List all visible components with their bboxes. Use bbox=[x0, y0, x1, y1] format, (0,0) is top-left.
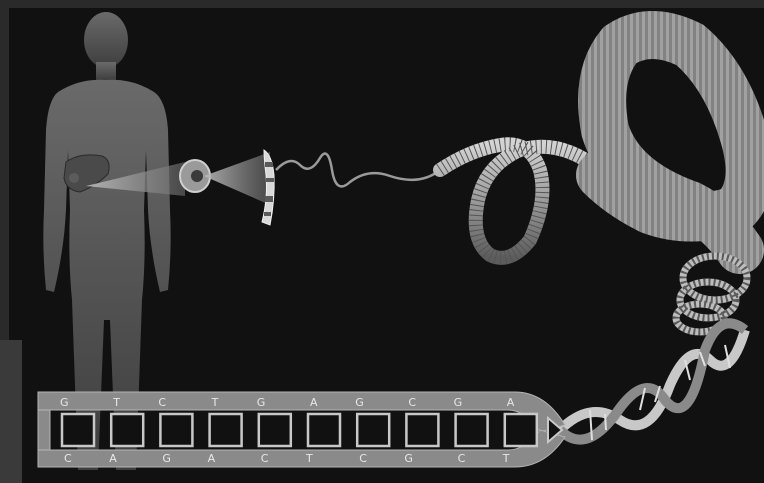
dna-base-pair-rung bbox=[357, 414, 389, 446]
bottom-strand-base: T bbox=[502, 452, 510, 465]
bottom-strand-base: A bbox=[208, 452, 216, 465]
cell-nucleus bbox=[191, 170, 203, 182]
bottom-strand-base: C bbox=[64, 452, 72, 465]
dna-base-pair-rung bbox=[62, 414, 94, 446]
bottom-strand-base: T bbox=[305, 452, 313, 465]
top-strand-base: T bbox=[211, 396, 219, 409]
liver-highlight bbox=[69, 173, 79, 183]
bottom-strand-base: A bbox=[109, 452, 117, 465]
top-strand-base: G bbox=[60, 396, 69, 409]
bottom-strand-base: C bbox=[458, 452, 466, 465]
dna-base-pair-rung bbox=[308, 414, 340, 446]
dna-base-pair-rung bbox=[456, 414, 488, 446]
bottom-strand-base: C bbox=[261, 452, 269, 465]
top-strand-base: T bbox=[112, 396, 120, 409]
dna-base-pair-rung bbox=[406, 414, 438, 446]
dna-base-pair-rung bbox=[505, 414, 537, 446]
dna-base-pair-rung bbox=[111, 414, 143, 446]
top-strand-base: G bbox=[355, 396, 364, 409]
top-strand-base: A bbox=[507, 396, 515, 409]
dna-ladder-end bbox=[38, 410, 50, 450]
left-edge-strip bbox=[0, 340, 22, 483]
top-strand-base: C bbox=[158, 396, 166, 409]
dna-base-pair-rung bbox=[210, 414, 242, 446]
bottom-strand-base: G bbox=[162, 452, 171, 465]
top-strand-base: G bbox=[454, 396, 463, 409]
top-strand-base: C bbox=[408, 396, 416, 409]
bottom-strand-base: G bbox=[404, 452, 413, 465]
top-strand-base: A bbox=[310, 396, 318, 409]
dna-base-pair-rung bbox=[160, 414, 192, 446]
bottom-strand-base: C bbox=[359, 452, 367, 465]
top-strand-base: G bbox=[257, 396, 266, 409]
dna-base-pair-rung bbox=[259, 414, 291, 446]
